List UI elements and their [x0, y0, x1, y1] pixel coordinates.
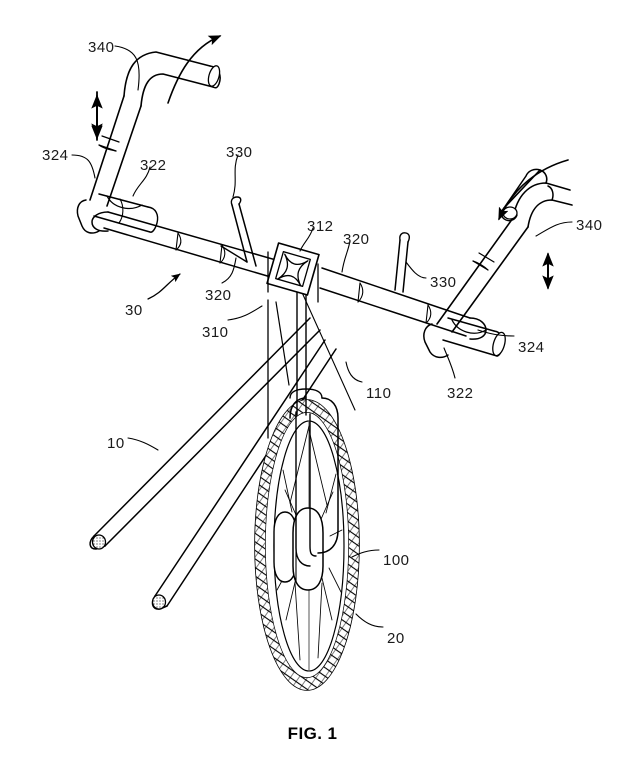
motion-arrow-rotate-right [498, 159, 569, 221]
ref-label-340-right: 340 [576, 217, 603, 234]
ref-label-322-left: 322 [140, 157, 167, 174]
ref-label-324-left: 324 [42, 147, 69, 164]
ref-label-330-left: 330 [226, 144, 253, 161]
ref-label-110: 110 [366, 385, 392, 402]
leader-lines [71, 45, 573, 628]
ref-label-100: 100 [383, 552, 410, 569]
handlebar-left [76, 51, 221, 234]
ref-label-322-right: 322 [447, 385, 474, 402]
bracket-lever-left [220, 196, 257, 267]
ref-label-30: 30 [125, 302, 143, 319]
ref-label-312: 312 [307, 218, 334, 235]
center-clamp-block [266, 242, 320, 303]
ref-label-320-left: 320 [205, 287, 232, 304]
figure-caption: FIG. 1 [287, 724, 338, 743]
motion-arrow-assembly-pointer [147, 273, 181, 300]
lower-support-tubes [267, 299, 290, 439]
ref-label-20: 20 [387, 630, 405, 647]
bracket-lever-right [394, 232, 411, 293]
ref-label-340-left: 340 [88, 39, 115, 56]
main-cross-tube [91, 211, 487, 340]
ref-label-330-right: 330 [430, 274, 457, 291]
ref-label-310: 310 [202, 324, 229, 341]
wheel-hub [273, 507, 324, 591]
ref-label-10: 10 [107, 435, 125, 452]
motion-arrow-rotate-left [167, 35, 222, 104]
ref-label-324-right: 324 [518, 339, 545, 356]
front-fork [289, 287, 356, 567]
ref-label-320-right: 320 [343, 231, 370, 248]
